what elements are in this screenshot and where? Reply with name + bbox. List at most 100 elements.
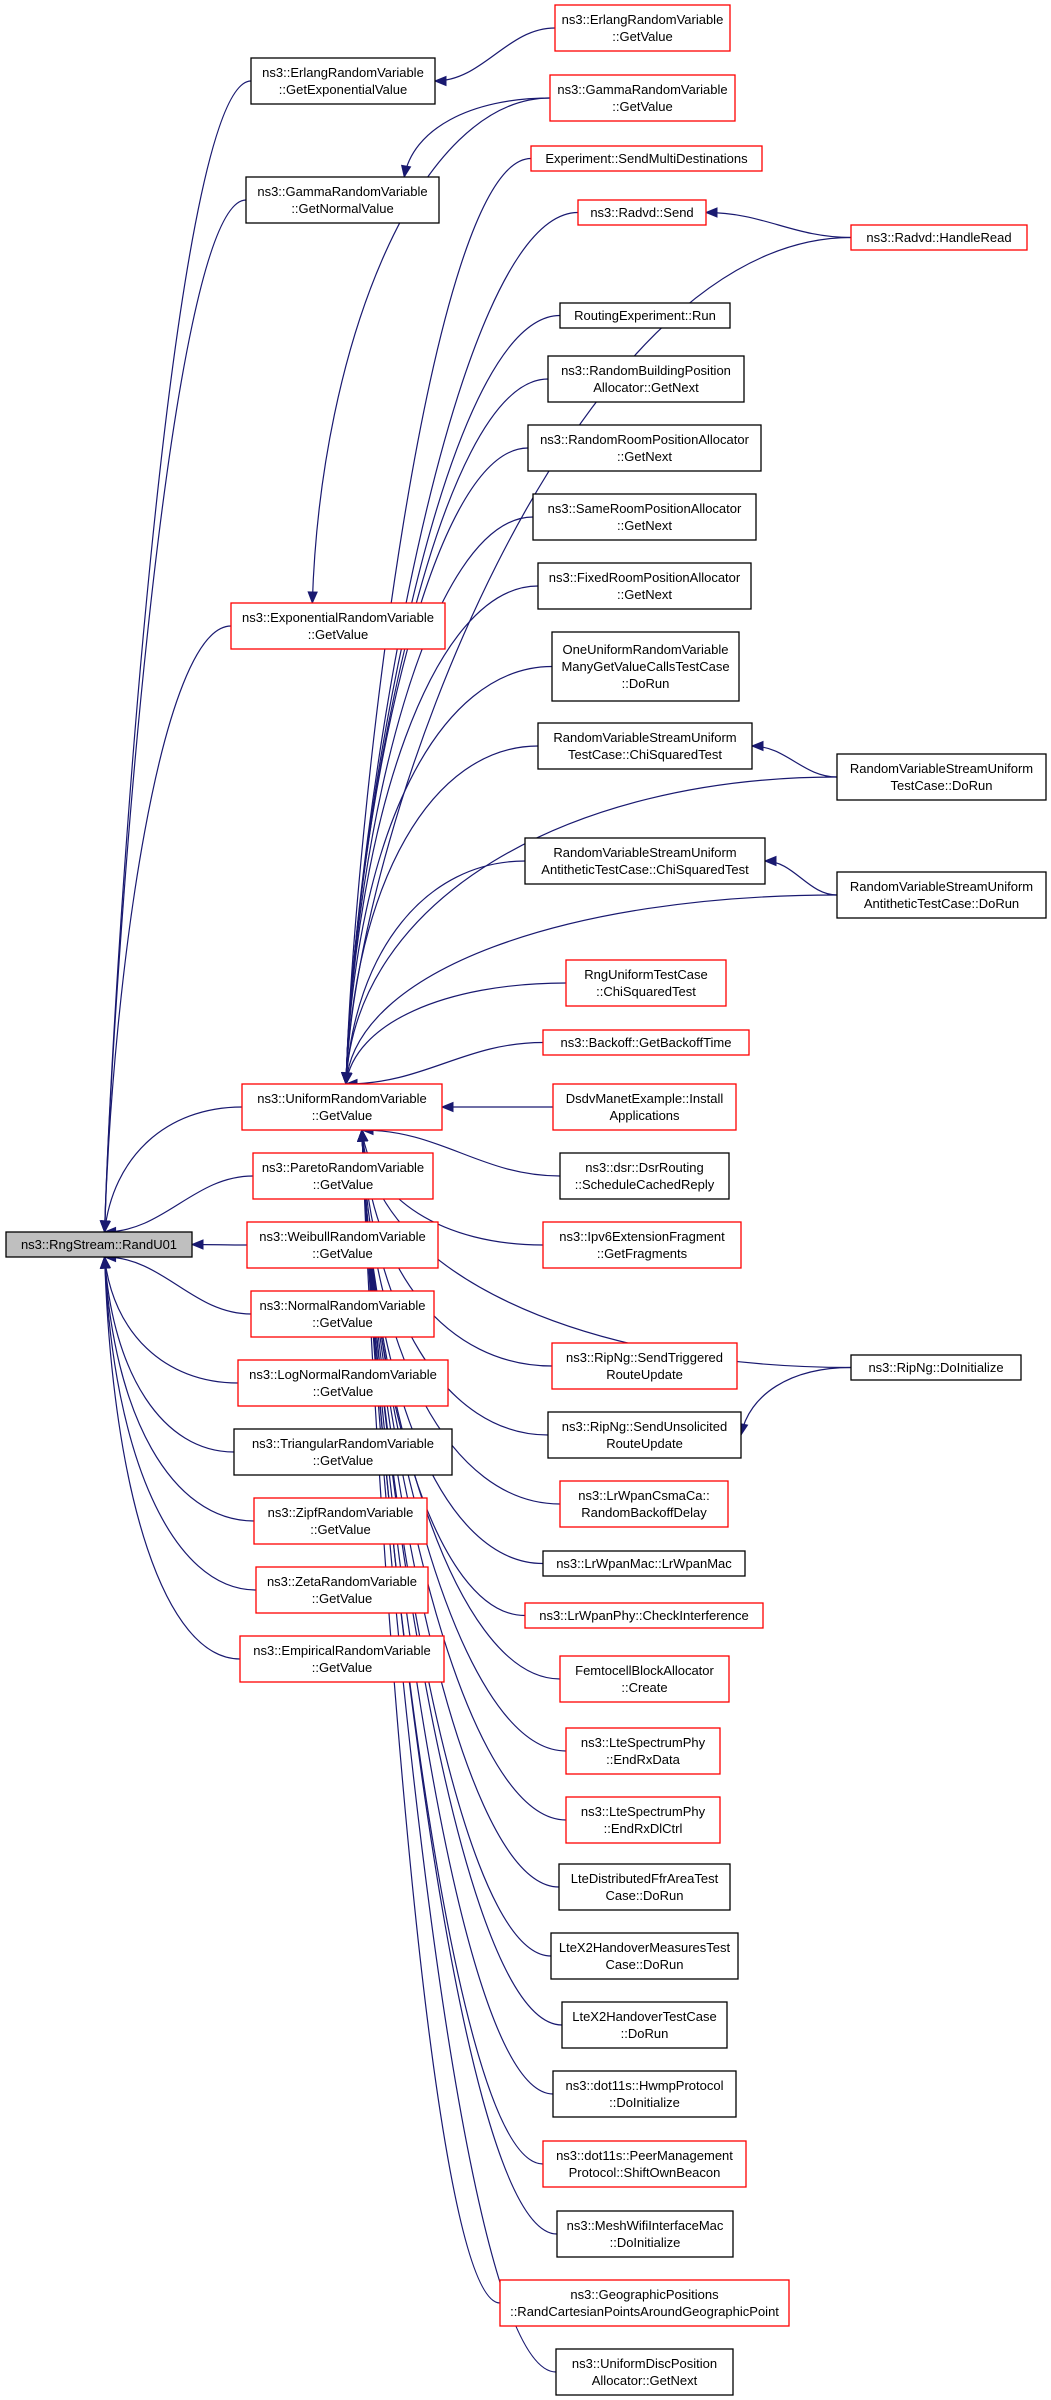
- node-box: [230, 602, 446, 650]
- node-lrwpan-csma[interactable]: ns3::LrWpanCsmaCa::RandomBackoffDelay: [559, 1480, 729, 1528]
- node-label-line: ::GetValue: [612, 99, 672, 114]
- node-building-pos[interactable]: ns3::RandomBuildingPositionAllocator::Ge…: [547, 355, 745, 403]
- node-box: [556, 2210, 734, 2258]
- node-normal[interactable]: ns3::NormalRandomVariable::GetValue: [250, 1290, 435, 1338]
- edge-line: [705, 211, 852, 239]
- node-label-line: ::RandCartesianPointsAroundGeographicPoi…: [510, 2304, 779, 2319]
- node-ltex2[interactable]: LteX2HandoverTestCase::DoRun: [561, 2001, 728, 2049]
- node-triangular[interactable]: ns3::TriangularRandomVariable::GetValue: [233, 1428, 453, 1476]
- node-gamma-normal[interactable]: ns3::GammaRandomVariable::GetNormalValue: [245, 176, 440, 224]
- node-random-room[interactable]: ns3::RandomRoomPositionAllocator::GetNex…: [527, 424, 762, 472]
- node-label-line: Allocator::GetNext: [593, 380, 699, 395]
- node-routing-run[interactable]: RoutingExperiment::Run: [559, 302, 731, 329]
- node-root[interactable]: ns3::RngStream::RandU01: [5, 1231, 193, 1258]
- node-box: [836, 753, 1047, 801]
- node-box: [559, 1152, 730, 1200]
- node-radvd-read[interactable]: ns3::Radvd::HandleRead: [850, 224, 1028, 251]
- node-lte-endrxdl[interactable]: ns3::LteSpectrumPhy::EndRxDlCtrl: [565, 1796, 721, 1844]
- edge-line: [103, 1256, 235, 1453]
- node-box: [565, 1796, 721, 1844]
- node-backoff[interactable]: ns3::Backoff::GetBackoffTime: [542, 1029, 750, 1056]
- node-zeta[interactable]: ns3::ZetaRandomVariable::GetValue: [255, 1566, 429, 1614]
- node-label-line: ::GetValue: [312, 1246, 372, 1261]
- node-lrwpan-mac[interactable]: ns3::LrWpanMac::LrWpanMac: [542, 1550, 746, 1577]
- node-box: [527, 424, 762, 472]
- node-label-line: ns3::GammaRandomVariable: [257, 184, 427, 199]
- node-lognormal[interactable]: ns3::LogNormalRandomVariable::GetValue: [237, 1359, 449, 1407]
- node-label-line: ns3::MeshWifiInterfaceMac: [567, 2218, 724, 2233]
- node-pareto[interactable]: ns3::ParetoRandomVariable::GetValue: [252, 1152, 434, 1200]
- node-empirical[interactable]: ns3::EmpiricalRandomVariable::GetValue: [239, 1635, 445, 1683]
- node-label-line: RngUniformTestCase: [584, 967, 708, 982]
- node-same-room[interactable]: ns3::SameRoomPositionAllocator::GetNext: [532, 493, 757, 541]
- node-label-line: ::GetNormalValue: [291, 201, 393, 216]
- node-rvs-dorun[interactable]: RandomVariableStreamUniformTestCase::DoR…: [836, 753, 1047, 801]
- node-exponential[interactable]: ns3::ExponentialRandomVariable::GetValue: [230, 602, 446, 650]
- node-label-line: RandomVariableStreamUniform: [553, 730, 736, 745]
- edge-line: [103, 1256, 257, 1591]
- node-label-line: RouteUpdate: [606, 1367, 683, 1382]
- node-rvs-anti-dorun[interactable]: RandomVariableStreamUniformAntitheticTes…: [836, 871, 1047, 919]
- node-hwmp[interactable]: ns3::dot11s::HwmpProtocol::DoInitialize: [552, 2070, 737, 2118]
- node-box: [542, 2140, 747, 2188]
- node-box: [559, 302, 731, 329]
- node-label-line: ns3::Radvd::Send: [590, 205, 693, 220]
- node-exp-multi[interactable]: Experiment::SendMultiDestinations: [530, 145, 763, 172]
- edge-routing-run-to-uniform: [341, 314, 561, 1086]
- node-box: [850, 224, 1028, 251]
- node-peer-mgmt[interactable]: ns3::dot11s::PeerManagementProtocol::Shi…: [542, 2140, 747, 2188]
- node-label-line: ns3::TriangularRandomVariable: [252, 1436, 434, 1451]
- node-uniform[interactable]: ns3::UniformRandomVariable::GetValue: [241, 1083, 443, 1131]
- node-gamma-get[interactable]: ns3::GammaRandomVariable::GetValue: [549, 74, 736, 122]
- node-label-line: ns3::dot11s::HwmpProtocol: [566, 2078, 724, 2093]
- node-box: [850, 1354, 1022, 1381]
- node-rvs-anti-chi[interactable]: RandomVariableStreamUniformAntitheticTes…: [524, 837, 766, 885]
- node-lte-endrx[interactable]: ns3::LteSpectrumPhy::EndRxData: [565, 1727, 721, 1775]
- node-one-uniform[interactable]: OneUniformRandomVariableManyGetValueCall…: [551, 631, 740, 702]
- node-uniform-disc[interactable]: ns3::UniformDiscPositionAllocator::GetNe…: [555, 2348, 734, 2396]
- node-label-line: ns3::EmpiricalRandomVariable: [253, 1643, 431, 1658]
- node-rng-chi[interactable]: RngUniformTestCase::ChiSquaredTest: [565, 959, 727, 1007]
- edge-erlang-get-to-erlang-exp: [433, 27, 556, 87]
- node-label-line: ns3::NormalRandomVariable: [260, 1298, 426, 1313]
- node-fixed-room[interactable]: ns3::FixedRoomPositionAllocator::GetNext: [537, 562, 752, 610]
- node-lrwpan-phy[interactable]: ns3::LrWpanPhy::CheckInterference: [524, 1602, 764, 1629]
- node-label-line: ns3::LogNormalRandomVariable: [249, 1367, 437, 1382]
- node-erlang-exp[interactable]: ns3::ErlangRandomVariable::GetExponentia…: [250, 57, 436, 105]
- node-box: [550, 1932, 739, 1980]
- node-label-line: ns3::dsr::DsrRouting: [585, 1160, 704, 1175]
- edge-weibull-to-root: [190, 1239, 248, 1250]
- edge-arrowhead: [342, 1071, 353, 1086]
- edge-arrowhead: [763, 855, 777, 867]
- node-label-line: ::ScheduleCachedReply: [575, 1177, 715, 1192]
- node-label-line: ns3::ExponentialRandomVariable: [242, 610, 434, 625]
- edge-line: [103, 1256, 241, 1660]
- node-dsr[interactable]: ns3::dsr::DsrRouting::ScheduleCachedRepl…: [559, 1152, 730, 1200]
- edge-line: [403, 97, 551, 178]
- node-geo-pos[interactable]: ns3::GeographicPositions::RandCartesianP…: [499, 2279, 790, 2327]
- edge-same-room-to-uniform: [341, 516, 534, 1086]
- node-zipf[interactable]: ns3::ZipfRandomVariable::GetValue: [253, 1497, 428, 1545]
- edge-line: [764, 860, 838, 896]
- node-rvs-chi[interactable]: RandomVariableStreamUniformTestCase::Chi…: [537, 722, 753, 770]
- node-box: [246, 1221, 439, 1269]
- edge-arrowhead: [433, 75, 447, 87]
- node-erlang-get[interactable]: ns3::ErlangRandomVariable::GetValue: [554, 4, 731, 52]
- node-radvd-send[interactable]: ns3::Radvd::Send: [577, 199, 707, 226]
- node-label-line: ns3::ZipfRandomVariable: [268, 1505, 414, 1520]
- node-mesh-wifi[interactable]: ns3::MeshWifiInterfaceMac::DoInitialize: [556, 2210, 734, 2258]
- node-ipv6frag[interactable]: ns3::Ipv6ExtensionFragment::GetFragments: [542, 1221, 742, 1269]
- node-box: [537, 722, 753, 770]
- node-label-line: AntitheticTestCase::ChiSquaredTest: [541, 862, 749, 877]
- node-label-line: FemtocellBlockAllocator: [575, 1663, 714, 1678]
- node-label-line: LteX2HandoverMeasuresTest: [559, 1940, 731, 1955]
- node-ripng-init[interactable]: ns3::RipNg::DoInitialize: [850, 1354, 1022, 1381]
- node-label-line: ns3::dot11s::PeerManagement: [556, 2148, 733, 2163]
- node-femtocell[interactable]: FemtocellBlockAllocator::Create: [559, 1655, 730, 1703]
- node-weibull[interactable]: ns3::WeibullRandomVariable::GetValue: [246, 1221, 439, 1269]
